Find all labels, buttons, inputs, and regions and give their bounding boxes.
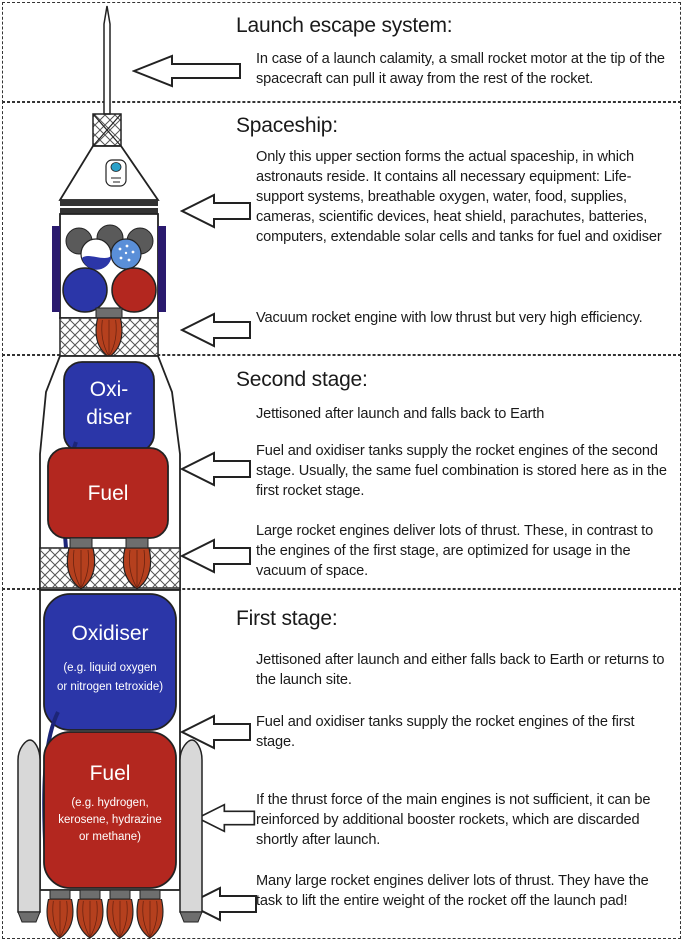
section-frame-second-stage: [2, 354, 681, 590]
label-first-fuel-note-3: or methane): [79, 831, 141, 843]
first-stage-body: [17, 589, 203, 939]
heading-second-stage: Second stage:: [236, 368, 368, 391]
text-spaceship-contents: Only this upper section forms the actual…: [256, 149, 662, 245]
heading-launch-escape: Launch escape system:: [236, 14, 453, 37]
label-first-fuel-note-1: (e.g. hydrogen,: [71, 797, 148, 809]
heading-first-stage: First stage:: [236, 607, 338, 630]
second-stage-fuel-tank: [47, 447, 169, 539]
service-module: [52, 213, 166, 319]
left-arrow-icon: [181, 452, 251, 486]
section-frame-launch-escape: [2, 2, 681, 103]
text-second-engines: Large rocket engines deliver lots of thr…: [256, 523, 654, 579]
section-frame-first-stage: [2, 588, 681, 939]
text-launch-escape: In case of a launch calamity, a small ro…: [256, 51, 665, 87]
label-first-oxidiser-note-1: (e.g. liquid oxygen: [63, 662, 156, 674]
escape-tower: [92, 5, 122, 147]
heading-spaceship: Spaceship:: [236, 114, 338, 137]
label-second-oxidiser-1: Oxi-: [90, 378, 129, 401]
left-arrow-icon: [181, 313, 251, 347]
solar-panel-right: [158, 226, 166, 312]
section-frame-spaceship: [2, 101, 681, 356]
booster-left: [17, 739, 41, 913]
label-second-fuel: Fuel: [88, 482, 129, 505]
text-first-tanks: Fuel and oxidiser tanks supply the rocke…: [256, 714, 635, 750]
text-first-jettison: Jettisoned after launch and either falls…: [256, 652, 665, 688]
label-first-oxidiser-note-2: or nitrogen tetroxide): [57, 681, 163, 693]
spaceship-engine-bay: [59, 317, 159, 358]
text-second-tanks: Fuel and oxidiser tanks supply the rocke…: [256, 443, 667, 499]
text-spaceship-engine: Vacuum rocket engine with low thrust but…: [256, 310, 643, 326]
first-stage-oxidiser-tank: [43, 593, 177, 731]
label-first-oxidiser: Oxidiser: [71, 622, 148, 645]
booster-right: [179, 739, 203, 913]
first-stage-fuel-tank: [43, 731, 177, 889]
label-second-oxidiser-2: diser: [86, 406, 132, 429]
text-first-boosters: If the thrust force of the main engines …: [256, 792, 651, 848]
left-arrow-icon: [196, 803, 256, 833]
text-first-engines: Many large rocket engines deliver lots o…: [256, 873, 649, 909]
left-arrow-icon: [181, 194, 251, 228]
left-arrow-icon: [133, 55, 241, 87]
solar-panel-left: [52, 226, 60, 312]
left-arrow-icon: [181, 539, 251, 573]
text-second-jettison: Jettisoned after launch and falls back t…: [256, 406, 545, 422]
label-first-fuel: Fuel: [90, 762, 131, 785]
second-stage-body: [39, 355, 181, 591]
capsule: [58, 145, 160, 214]
label-first-fuel-note-2: kerosene, hydrazine: [58, 814, 162, 826]
